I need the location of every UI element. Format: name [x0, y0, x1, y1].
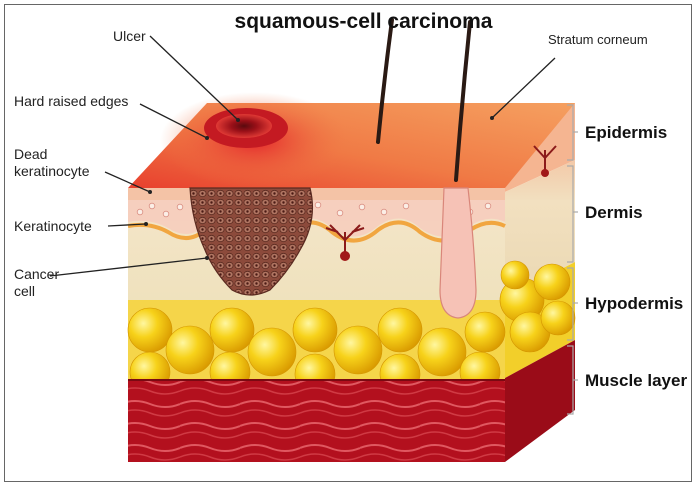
layer-epidermis: Epidermis — [585, 123, 667, 143]
ulcer-crater — [216, 114, 272, 138]
layer-hypodermis: Hypodermis — [585, 294, 683, 314]
layer-dermis: Dermis — [585, 203, 643, 223]
label-stratum-corneum: Stratum corneum — [548, 31, 648, 48]
label-keratinocyte: Keratinocyte — [14, 218, 92, 235]
muscle-front — [128, 380, 505, 462]
hair-follicle — [440, 188, 476, 318]
label-ulcer: Ulcer — [113, 28, 146, 45]
layer-muscle: Muscle layer — [585, 371, 687, 391]
label-dead-keratinocyte: Dead keratinocyte — [14, 146, 89, 180]
label-cancer-cell: Cancer cell — [14, 266, 59, 300]
label-hard-raised-edges: Hard raised edges — [14, 93, 128, 110]
